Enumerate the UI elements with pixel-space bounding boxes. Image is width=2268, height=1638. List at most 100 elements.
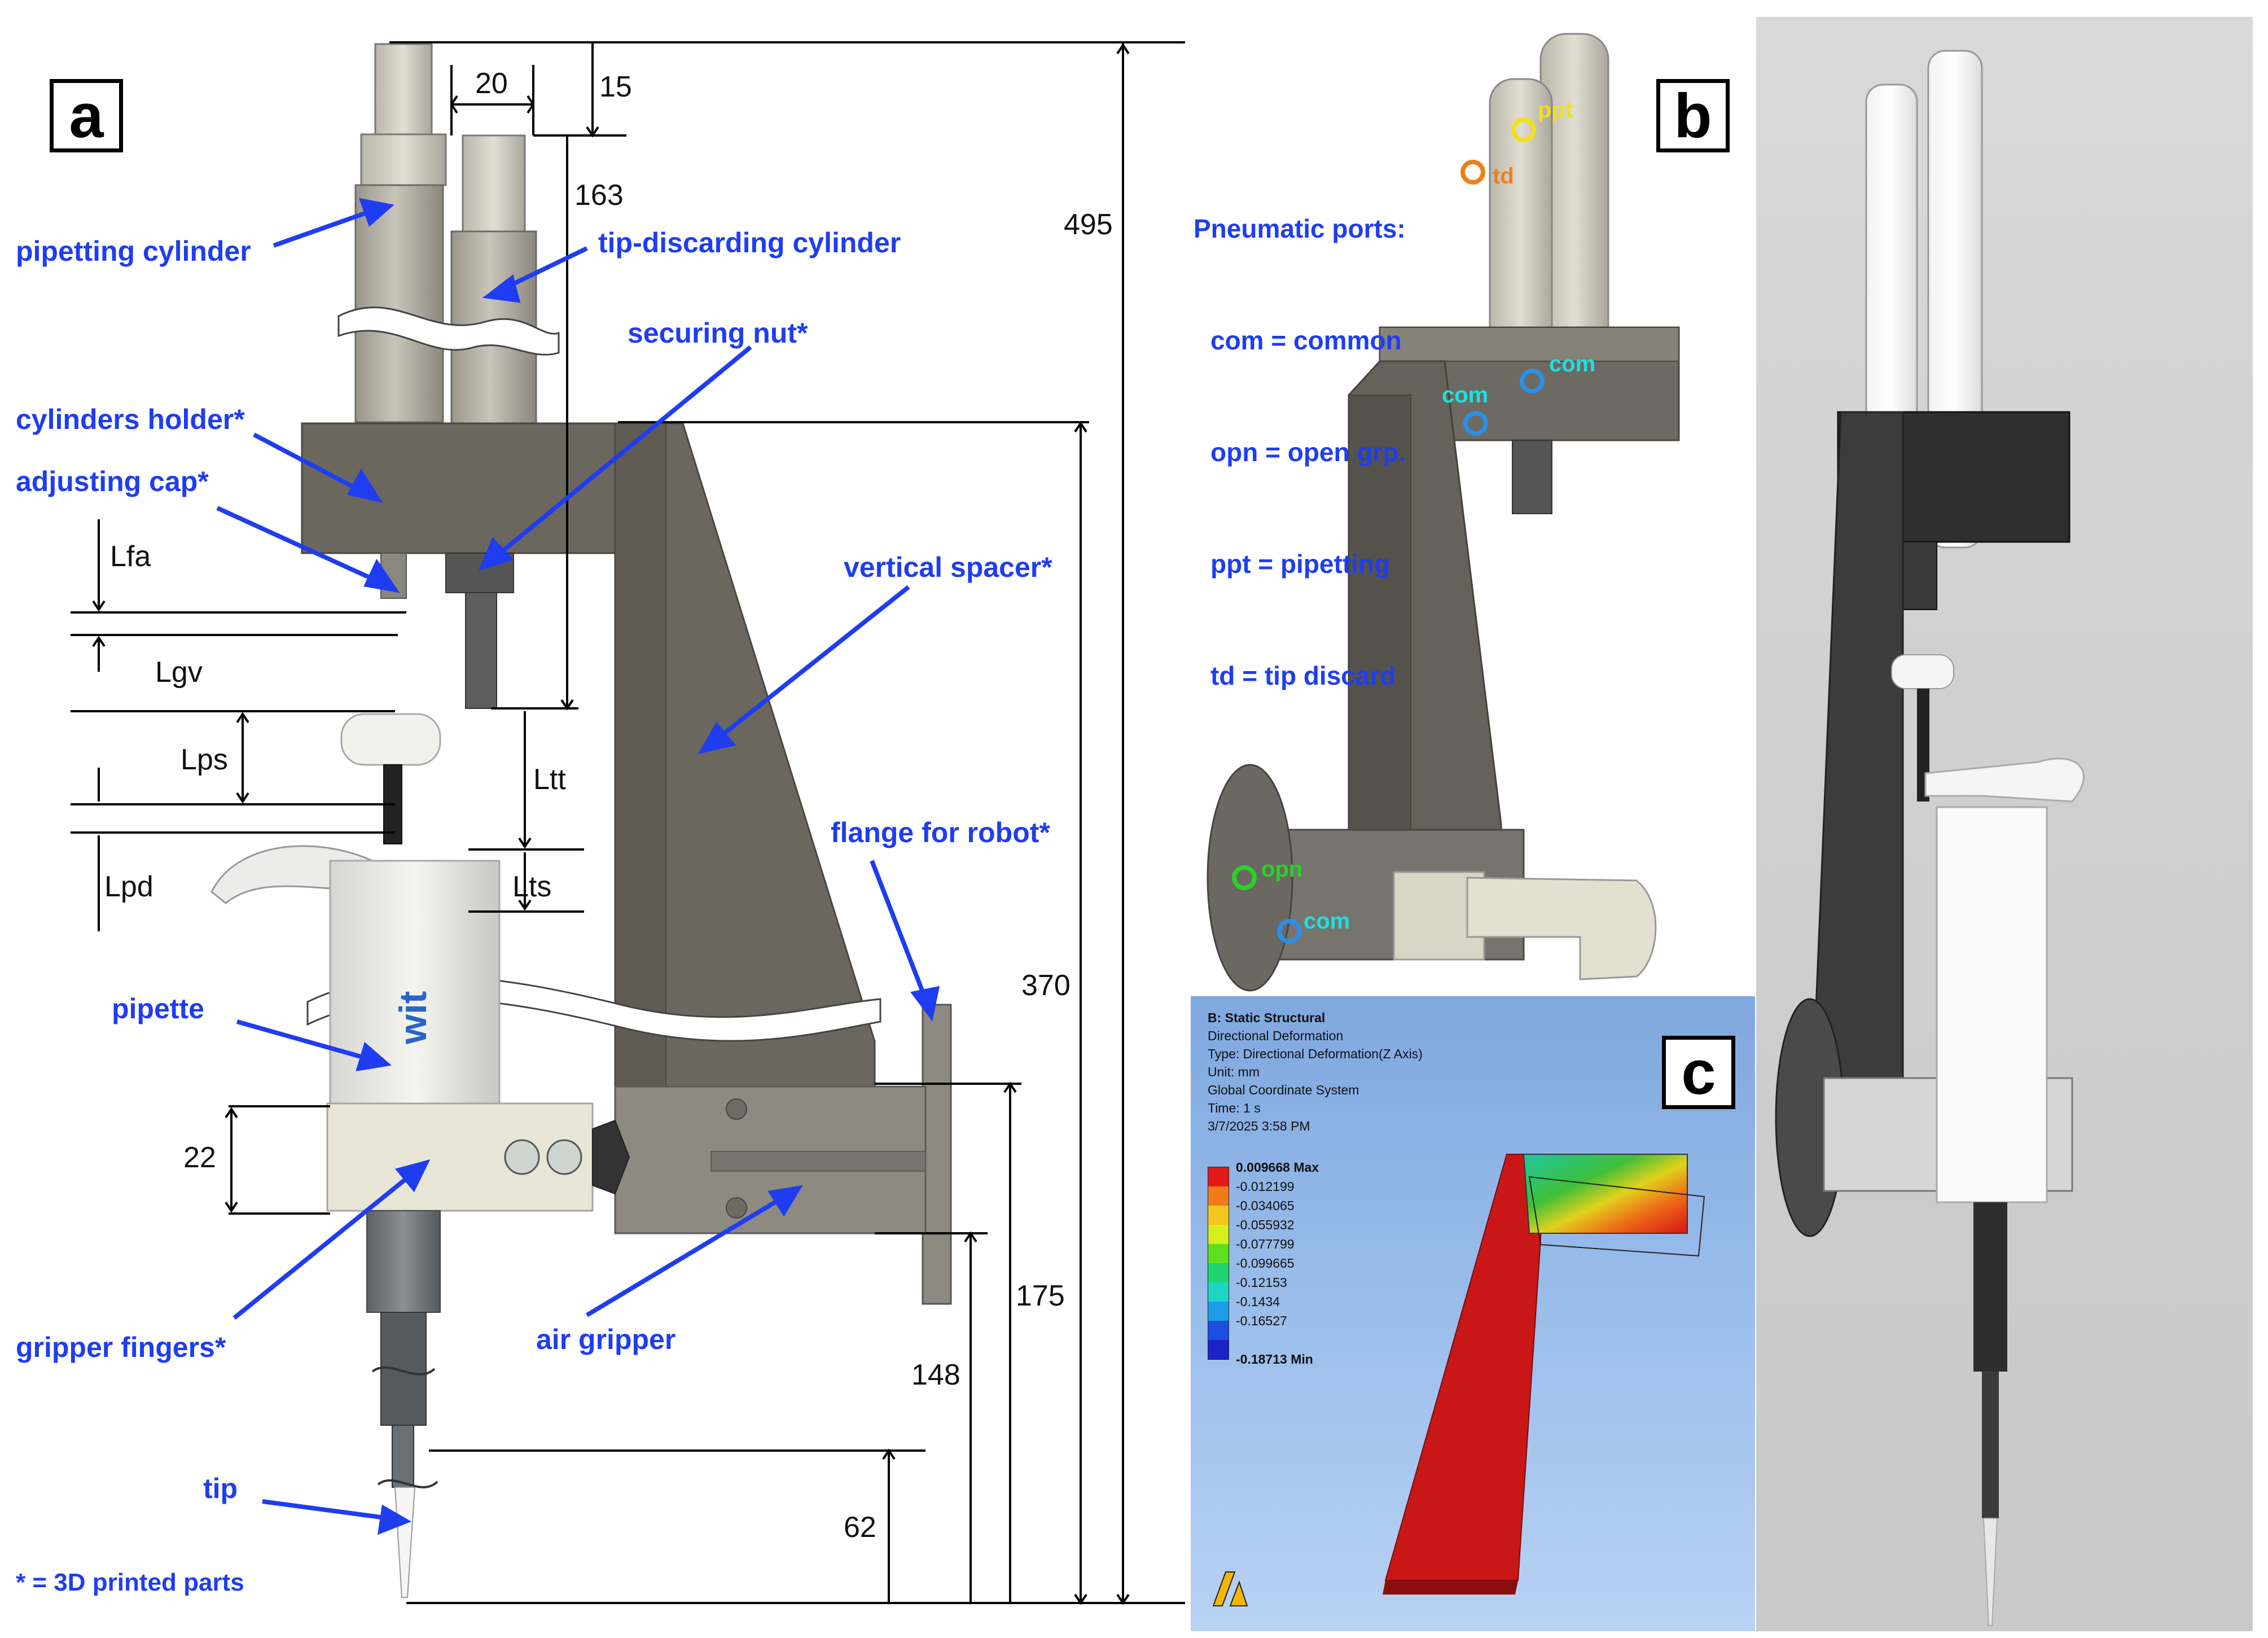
port-label-opn: opn	[1261, 857, 1303, 882]
fem-arm	[1384, 1154, 1547, 1581]
label-pipetting-cylinder: pipetting cylinder	[16, 235, 251, 267]
spacer-edge	[615, 423, 666, 1096]
scale-swatch-2	[1208, 1186, 1229, 1206]
scale-swatch-3	[1208, 1206, 1229, 1225]
scale-swatch-4	[1208, 1225, 1229, 1244]
port-label-com-mid: com	[1442, 383, 1489, 408]
scale-swatch-7	[1208, 1282, 1229, 1302]
port-label-com-top: com	[1549, 352, 1596, 376]
label-gripper-fingers: gripper fingers*	[16, 1332, 226, 1363]
photo-drawing	[1775, 50, 2085, 1626]
scale-swatch-9	[1208, 1321, 1229, 1340]
label-air-gripper: air gripper	[536, 1324, 676, 1355]
fem-arm-dark-face	[1383, 1580, 1518, 1595]
scale-min: -0.18713 Min	[1236, 1352, 1313, 1367]
scale-value-3: -0.055932	[1236, 1217, 1295, 1232]
scale-value-6: -0.12153	[1236, 1275, 1287, 1290]
legend-line-td: td = tip discard	[1210, 661, 1396, 690]
port-label-td: td	[1493, 164, 1514, 189]
photo-pipette-shaft	[1973, 1202, 2007, 1372]
fem-header: B: Static Structural Directional Deforma…	[1208, 1009, 1423, 1135]
dim-15: 15	[599, 71, 632, 103]
scale-swatch-6	[1208, 1263, 1229, 1282]
dim-22: 22	[183, 1141, 216, 1174]
b-flange	[1207, 764, 1293, 992]
legend-line-ppt: ppt = pipetting	[1210, 549, 1390, 579]
finger-jaw	[592, 1119, 630, 1195]
panel-label-b: b	[1656, 79, 1730, 152]
dim-62: 62	[844, 1511, 876, 1544]
legend-title: Pneumatic ports:	[1194, 214, 1406, 243]
footnote-3d-printed: * = 3D printed parts	[16, 1569, 244, 1596]
pipetting-cylinder-collar	[360, 133, 447, 186]
photo-pipette-tip	[1982, 1518, 1998, 1626]
pipette-brand: wit	[392, 991, 435, 1045]
panel-a-drawing: wit	[71, 41, 1185, 1605]
photo-pipette-hook	[1924, 757, 2085, 803]
legend-line-com: com = common	[1210, 326, 1402, 355]
dim-148: 148	[911, 1359, 960, 1391]
fem-block	[1523, 1154, 1688, 1234]
panel-c-fem-result: B: Static Structural Directional Deforma…	[1191, 996, 1755, 1631]
dim-lfa: Lfa	[110, 540, 151, 573]
shaft-break-line	[371, 1366, 436, 1376]
dim-ltt: Ltt	[533, 763, 566, 796]
label-securing-nut: securing nut*	[628, 317, 808, 349]
pipette-shaft	[366, 1210, 441, 1313]
label-cylinders-holder: cylinders holder*	[16, 404, 245, 435]
gripper-screw-bottom	[726, 1197, 747, 1219]
photo-nut	[1897, 541, 1937, 610]
cylinders-holder	[301, 422, 619, 554]
fem-header-line-2: Directional Deformation	[1208, 1028, 1344, 1043]
cylinder-break-line	[337, 306, 560, 356]
nut-shaft	[465, 592, 497, 709]
b-cylinder-block-top	[1379, 327, 1679, 362]
photo-vertical-spacer	[1811, 411, 1904, 1090]
photo-pipette-nozzle	[1982, 1372, 1999, 1518]
scale-value-2: -0.034065	[1236, 1198, 1295, 1213]
dim-175: 175	[1016, 1280, 1065, 1312]
finger-screw-2	[546, 1139, 582, 1175]
tip-break-line	[377, 1479, 438, 1488]
scale-value-8: -0.16527	[1236, 1313, 1287, 1328]
fem-header-line-5: Global Coordinate System	[1208, 1083, 1359, 1097]
fem-header-line-6: Time: 1 s	[1208, 1101, 1261, 1115]
scale-value-4: -0.077799	[1236, 1237, 1295, 1251]
photo-pipette-body	[1936, 806, 2048, 1203]
scale-swatch-5	[1208, 1244, 1229, 1263]
b-spacer-face	[1348, 395, 1411, 881]
tip-cylinder-cap	[462, 134, 526, 233]
dim-370: 370	[1021, 969, 1071, 1002]
fem-header-line-4: Unit: mm	[1208, 1065, 1260, 1079]
label-vertical-spacer: vertical spacer*	[844, 551, 1052, 583]
gripper-screw-top	[726, 1098, 747, 1120]
label-pipette: pipette	[112, 993, 204, 1024]
fem-header-line-7: 3/7/2025 3:58 PM	[1208, 1119, 1310, 1133]
label-adjusting-cap: adjusting cap*	[16, 466, 209, 497]
scale-max: 0.009668 Max	[1236, 1160, 1319, 1175]
fem-header-line-3: Type: Directional Deformation(Z Axis)	[1208, 1046, 1423, 1061]
fem-logo	[1212, 1571, 1248, 1606]
label-flange-for-robot: flange for robot*	[831, 817, 1050, 848]
annotation-arrows	[216, 198, 940, 1535]
port-label-ppt: ppt	[1538, 98, 1573, 122]
robot-flange	[922, 1004, 952, 1305]
fem-block-outline	[1528, 1176, 1705, 1257]
fem-model	[1212, 1154, 1705, 1606]
pipette-tip	[394, 1487, 416, 1598]
dim-lgv: Lgv	[155, 656, 203, 689]
photo-pipette-knob	[1891, 654, 1954, 689]
dim-lps: Lps	[181, 743, 228, 776]
scale-value-5: -0.099665	[1236, 1256, 1295, 1271]
dim-lts: Lts	[512, 870, 552, 903]
scale-value-7: -0.1434	[1236, 1294, 1280, 1309]
legend-line-opn: opn = open grp.	[1210, 437, 1406, 467]
b-port-rings	[1232, 117, 1545, 944]
scale-swatch-8	[1208, 1302, 1229, 1321]
air-gripper-slot	[710, 1151, 926, 1172]
color-scale-bar	[1208, 1167, 1229, 1360]
b-finger-clamp	[1466, 877, 1657, 980]
dim-lpd: Lpd	[104, 870, 153, 903]
dim-495: 495	[1064, 208, 1113, 241]
